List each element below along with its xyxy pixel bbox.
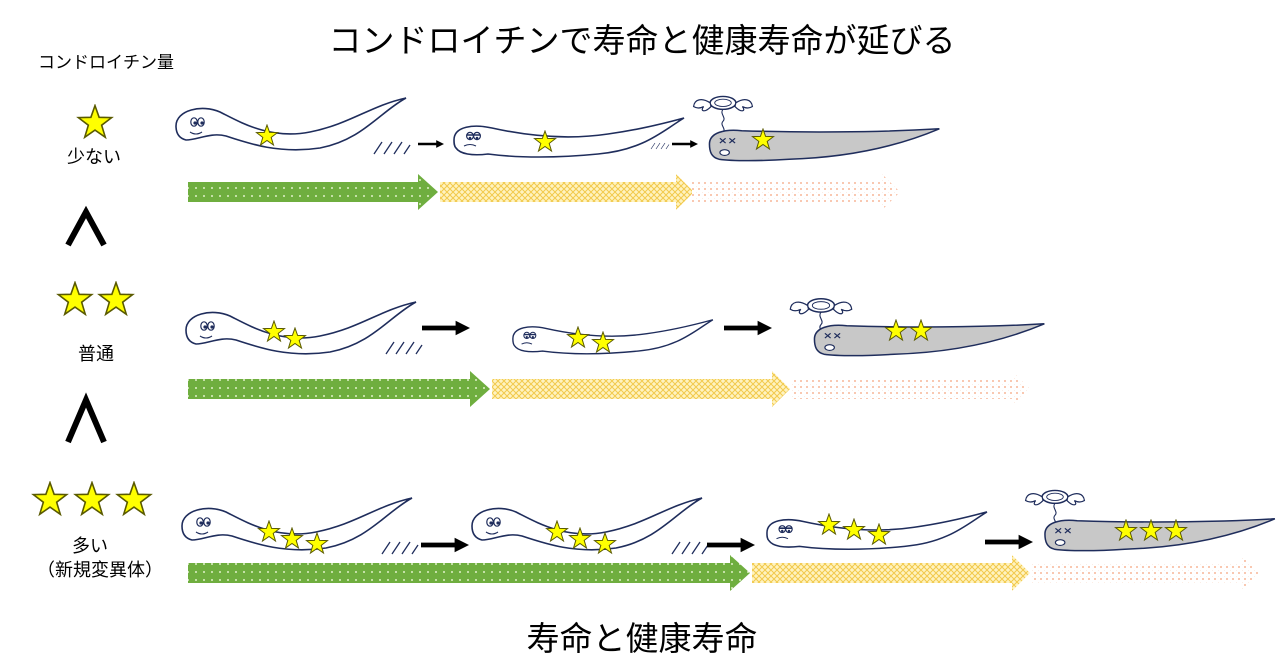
- bottom-label: 寿命と健康寿命: [526, 619, 758, 658]
- worm-dead: [708, 128, 941, 162]
- aging-lifespan-arrow: [752, 555, 1030, 591]
- level-label-normal: 普通: [78, 344, 114, 365]
- healthy-lifespan-arrow: [188, 371, 490, 407]
- star-icon: [57, 281, 93, 316]
- black-arrow-icon: [672, 140, 698, 148]
- worm-aging: [453, 117, 685, 158]
- stars-low: [77, 104, 113, 139]
- worm-healthy: [175, 97, 407, 151]
- greater-than-symbol: [65, 205, 107, 247]
- worm-dead: [1044, 518, 1276, 552]
- row-normal: [185, 297, 1046, 407]
- level-label-high: 多い: [72, 536, 108, 557]
- aging-lifespan-arrow: [440, 174, 694, 210]
- star-icon: [74, 481, 110, 516]
- stars-high: [32, 481, 152, 516]
- motion-lines: [650, 142, 670, 150]
- healthy-lifespan-arrow: [188, 174, 438, 210]
- star-icon: [77, 104, 113, 139]
- aging-lifespan-arrow: [492, 371, 790, 407]
- black-arrow-icon: [422, 320, 470, 336]
- star-icon: [32, 481, 68, 516]
- star-icon: [98, 281, 134, 316]
- chondroitin-amount-label: コンドロイチン量: [38, 53, 174, 73]
- row-high: [181, 489, 1276, 591]
- dying-lifespan-arrow: [792, 371, 1030, 407]
- worm-healthy: [471, 497, 703, 551]
- star-icon: [116, 481, 152, 516]
- motion-lines: [385, 341, 423, 355]
- level-label-low: 少ない: [67, 147, 121, 168]
- black-arrow-icon: [707, 537, 755, 553]
- motion-lines: [381, 541, 419, 555]
- dying-lifespan-arrow: [1032, 555, 1260, 591]
- worm-aging: [512, 318, 714, 355]
- dying-lifespan-arrow: [692, 174, 900, 210]
- black-arrow-icon: [421, 537, 469, 553]
- diagram-title: コンドロイチンで寿命と健康寿命が延びる: [328, 21, 956, 60]
- black-arrow-icon: [724, 320, 772, 336]
- level-sublabel-high: （新規変異体）: [37, 560, 163, 581]
- black-arrow-icon: [418, 140, 444, 148]
- halo-wings-icon: [692, 95, 754, 134]
- black-arrow-icon: [985, 534, 1033, 550]
- healthy-lifespan-arrow: [188, 555, 750, 591]
- stars-normal: [57, 281, 134, 316]
- motion-lines: [671, 541, 709, 555]
- motion-lines: [373, 141, 411, 155]
- row-low: [175, 95, 941, 210]
- greater-than-symbol: [65, 392, 107, 444]
